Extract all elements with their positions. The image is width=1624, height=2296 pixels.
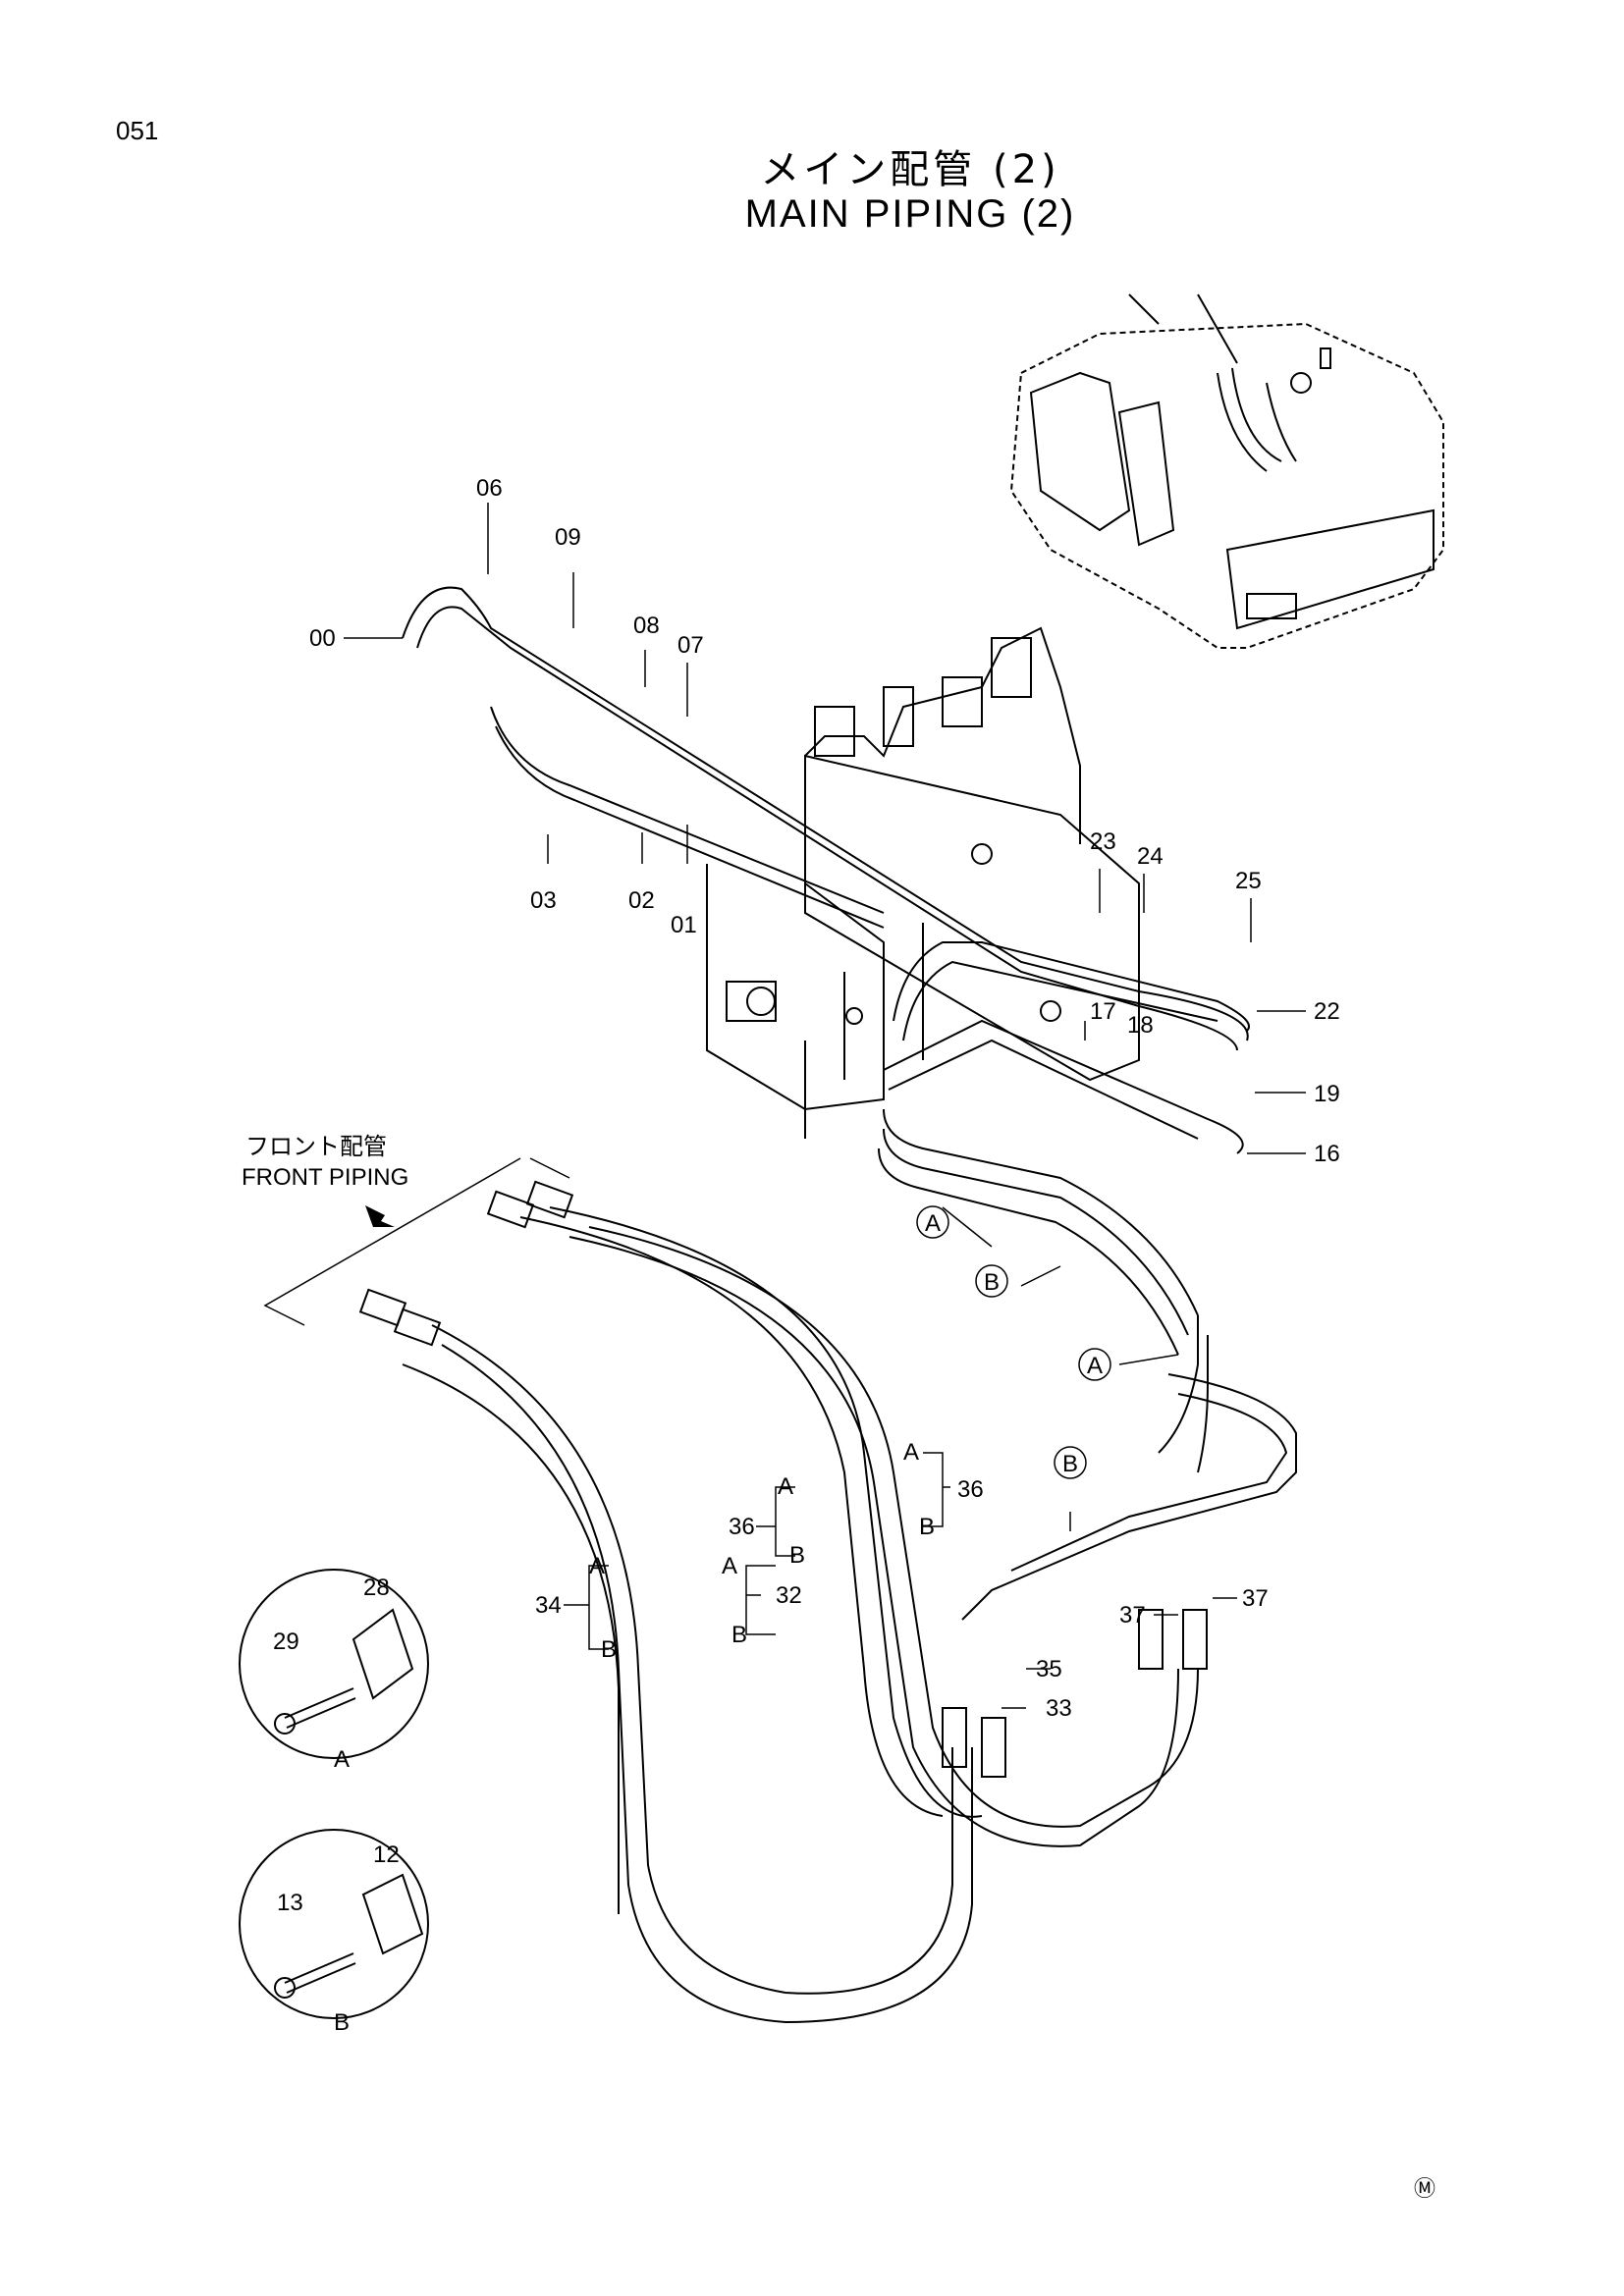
bracket-b-36-left: B xyxy=(789,1542,805,1569)
hose-fittings xyxy=(358,1180,1208,1778)
detail-view-b-label: B xyxy=(334,2009,350,2036)
label-33: 33 xyxy=(1046,1695,1072,1722)
corner-mark: Ⓜ xyxy=(1414,2176,1436,2201)
front-piping-label-japanese: フロント配管 xyxy=(245,1133,387,1160)
label-36-right: 36 xyxy=(957,1476,984,1503)
callout-bubble-b1 xyxy=(975,1264,1008,1298)
front-piping-boundary xyxy=(263,1157,570,1326)
pipe-22-16 xyxy=(878,941,1250,1356)
detail-view-b xyxy=(239,1829,429,2019)
front-piping-label-english: FRONT PIPING xyxy=(242,1164,409,1191)
hoses xyxy=(402,1206,1199,2024)
label-37-left: 37 xyxy=(1119,1602,1146,1629)
bracket-a-34: A xyxy=(589,1553,605,1579)
callout-bubble-a1 xyxy=(916,1205,949,1239)
label-32: 32 xyxy=(776,1582,802,1609)
label-12: 12 xyxy=(373,1842,400,1868)
callout-b1-text: B xyxy=(984,1269,1000,1296)
label-24: 24 xyxy=(1137,843,1164,870)
callout-b2-text: B xyxy=(1062,1451,1078,1477)
leader-lines xyxy=(344,503,1306,1709)
label-37-right: 37 xyxy=(1242,1585,1269,1612)
bracket-b-34: B xyxy=(601,1636,617,1663)
bracket-a-32: A xyxy=(722,1553,737,1579)
page-number: 051 xyxy=(116,116,159,145)
label-09: 09 xyxy=(555,524,581,551)
label-35: 35 xyxy=(1036,1656,1062,1682)
label-19: 19 xyxy=(1314,1081,1340,1107)
label-36-left: 36 xyxy=(729,1514,755,1540)
bracket-b-36-right: B xyxy=(919,1514,935,1540)
bracket-a-36-right: A xyxy=(903,1439,919,1466)
callout-a2-text: A xyxy=(1087,1353,1103,1379)
lower-right-tubes xyxy=(961,1315,1297,1621)
bracket-a-36-left: A xyxy=(778,1473,793,1500)
label-23: 23 xyxy=(1090,828,1116,855)
detail-view-a-label: A xyxy=(334,1746,350,1773)
label-22: 22 xyxy=(1314,998,1340,1025)
label-17: 17 xyxy=(1090,998,1116,1025)
label-07: 07 xyxy=(677,632,704,659)
label-25: 25 xyxy=(1235,868,1262,894)
callout-a1-text: A xyxy=(925,1210,941,1237)
main-pipe-00-06 xyxy=(402,586,1249,1051)
front-piping-arrow xyxy=(365,1205,395,1227)
callout-bubble-a2 xyxy=(1078,1348,1111,1381)
label-03: 03 xyxy=(530,887,557,914)
label-34: 34 xyxy=(535,1592,562,1619)
label-02: 02 xyxy=(628,887,655,914)
callout-bubble-b2 xyxy=(1054,1446,1087,1479)
label-01: 01 xyxy=(671,912,697,938)
detail-view-a xyxy=(239,1569,429,1759)
clamp-callouts xyxy=(916,1205,1111,1479)
label-16: 16 xyxy=(1314,1141,1340,1167)
label-00: 00 xyxy=(309,625,336,652)
excavator-thumbnail xyxy=(1009,294,1444,649)
label-06: 06 xyxy=(476,475,503,502)
label-18: 18 xyxy=(1127,1012,1154,1039)
label-28: 28 xyxy=(363,1575,390,1601)
label-29: 29 xyxy=(273,1629,299,1655)
control-valve xyxy=(706,626,1140,1139)
title-japanese: メイン配管 (2) xyxy=(760,147,1060,192)
label-13: 13 xyxy=(277,1890,303,1916)
title-english: MAIN PIPING (2) xyxy=(744,192,1076,236)
label-08: 08 xyxy=(633,613,660,639)
bracket-b-32: B xyxy=(731,1622,747,1648)
